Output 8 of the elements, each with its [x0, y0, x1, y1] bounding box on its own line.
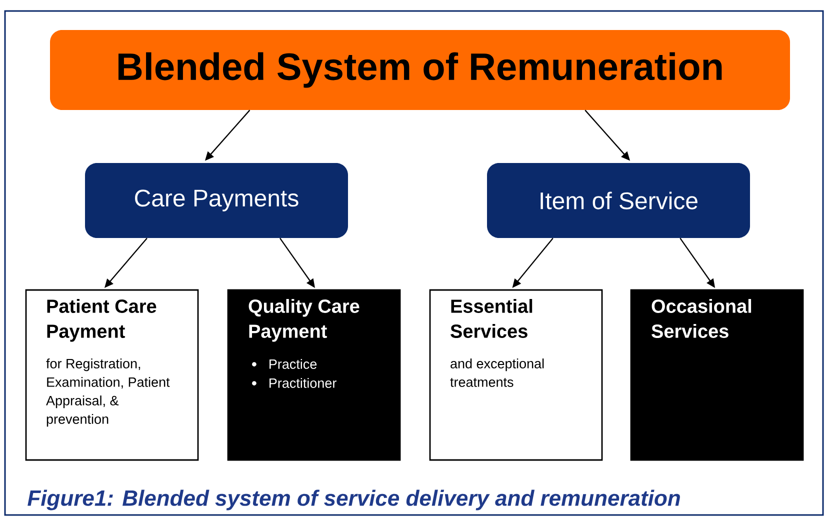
category-box: Item of Service [487, 163, 750, 238]
service-card: Occasional Services [630, 289, 804, 461]
service-card: Essential Services and exceptional treatments [429, 289, 603, 461]
category-box: Care Payments [85, 163, 348, 238]
payment-card: Patient Care Payment for Registration, Examination, Patient Appraisal, & prevention [25, 289, 199, 461]
figure-caption: Figure1: Blended system of service delivery and remuneration [28, 490, 680, 510]
title-box: Blended System of Remuneration [50, 30, 790, 110]
payment-card: Quality Care Payment Practice Practitioner [227, 289, 401, 461]
